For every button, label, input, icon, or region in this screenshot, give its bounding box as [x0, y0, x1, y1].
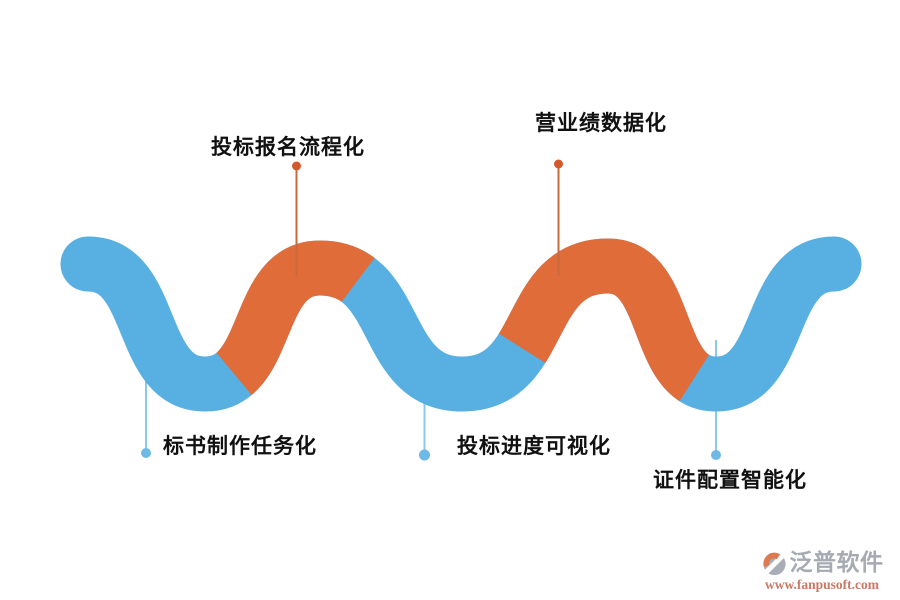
fanpu-logo-icon — [760, 550, 788, 578]
marker-dot-bid-registration — [292, 161, 301, 171]
marker-dot-certificate — [711, 450, 721, 460]
label-bid-registration: 投标报名流程化 — [211, 135, 365, 159]
label-performance-data: 营业绩数据化 — [535, 111, 667, 135]
label-certificate-config: 证件配置智能化 — [653, 468, 807, 492]
marker-dot-performance — [554, 159, 563, 169]
marker-dot-bid-progress — [419, 449, 430, 461]
label-bid-progress: 投标进度可视化 — [457, 434, 611, 458]
top-leader-lines — [292, 159, 563, 276]
brand-watermark: 泛普软件 www.fanpusoft.com — [752, 550, 892, 593]
label-tender-doc-tasks: 标书制作任务化 — [163, 434, 317, 458]
process-wave-ribbon — [60, 236, 862, 412]
brand-name: 泛普软件 — [789, 550, 884, 577]
marker-dot-tender-doc — [141, 448, 151, 458]
brand-url: www.fanpusoft.com — [764, 577, 879, 593]
